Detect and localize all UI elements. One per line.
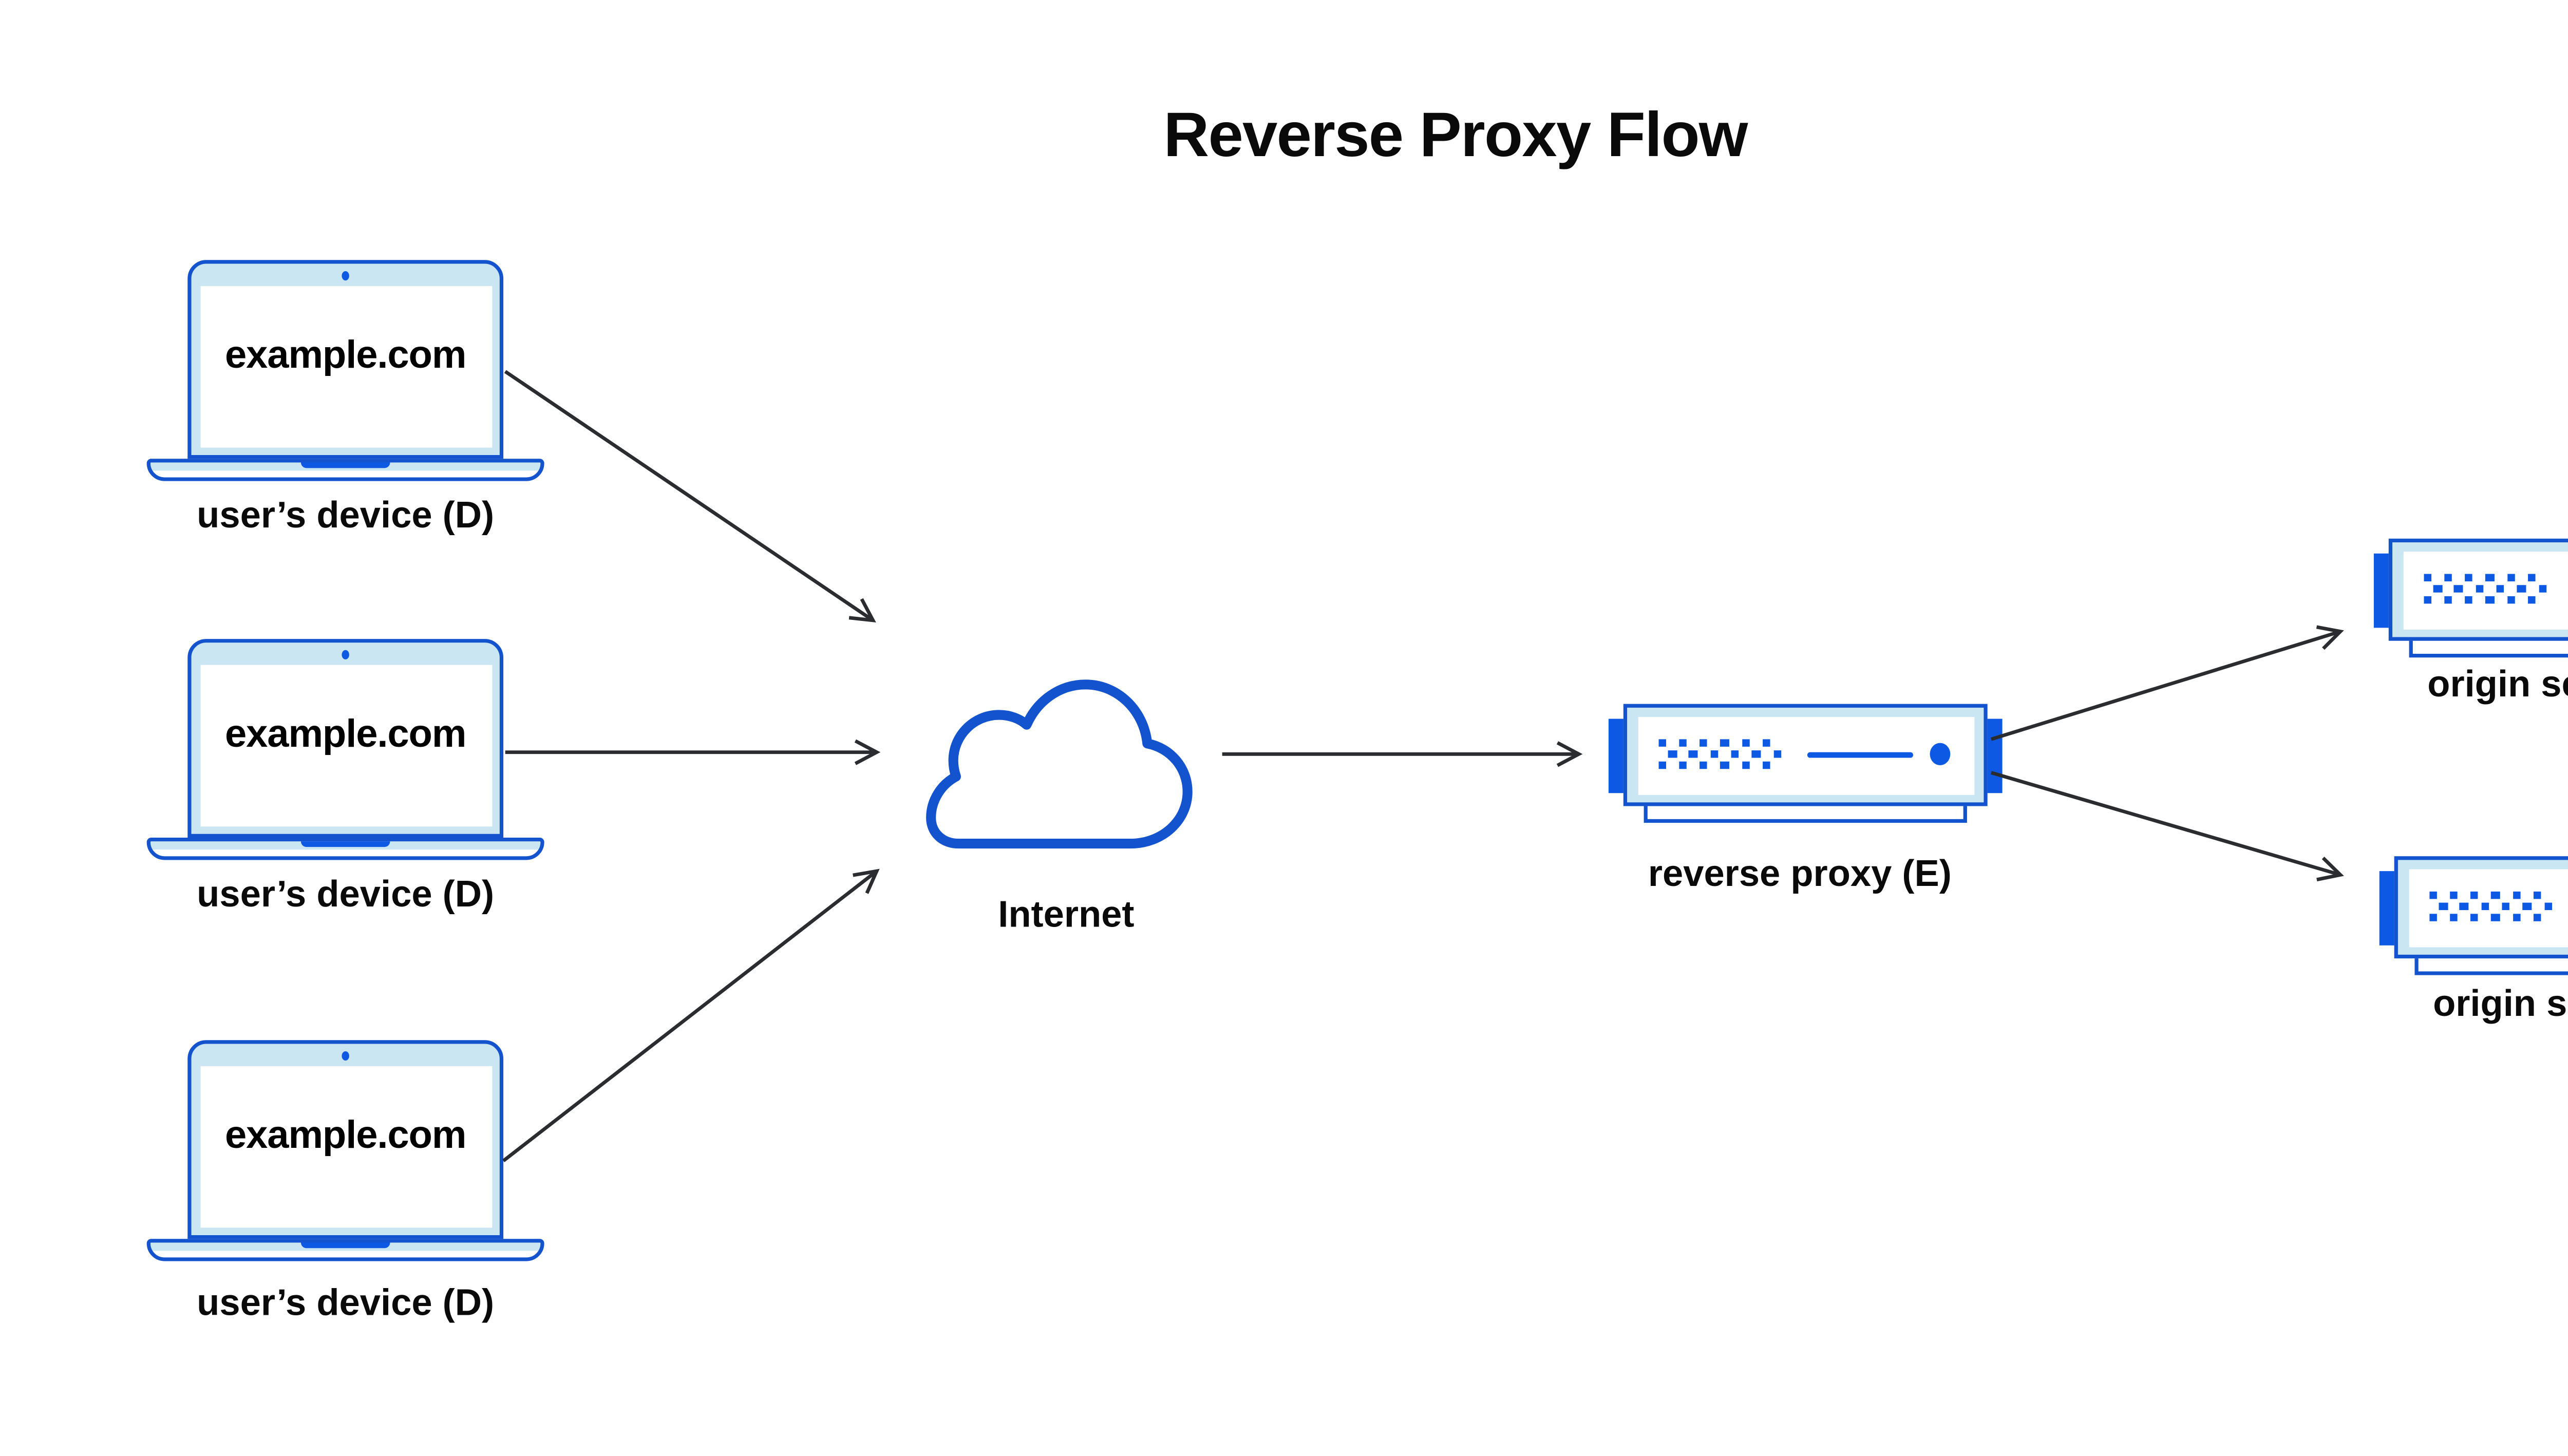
server-vents-icon (2428, 891, 2553, 925)
server-icon (2373, 538, 2568, 661)
server-body (1623, 704, 1988, 806)
origin-server-label: origin server (F) (2427, 665, 2568, 706)
arrow-proxy-to-origin1 (1990, 625, 2344, 741)
server-left-tab (1608, 717, 1626, 792)
laptop-base-notch (300, 1241, 390, 1249)
laptop-base (146, 1238, 544, 1261)
screen-url-text: example.com (224, 334, 466, 377)
laptop-base (146, 837, 544, 860)
server-status-dot (1930, 743, 1951, 765)
camera-dot-icon (342, 271, 349, 281)
laptop-base (146, 458, 544, 481)
server-vents-icon (2423, 573, 2547, 608)
laptop-icon: example.com (146, 260, 544, 481)
internet-label: Internet (998, 895, 1135, 936)
server-left-tab (2373, 552, 2391, 627)
server-body (2388, 538, 2568, 641)
laptop-icon: example.com (146, 1040, 544, 1261)
laptop-screen: example.com (187, 639, 504, 838)
device-label: user’s device (D) (197, 1283, 495, 1325)
cloud-icon (926, 679, 1193, 849)
screen-url-text: example.com (224, 1114, 466, 1158)
arrow-internet-to-proxy (1222, 741, 1583, 767)
laptop-base-notch (300, 840, 390, 847)
server-left-tab (2379, 870, 2396, 944)
camera-dot-icon (342, 650, 349, 659)
laptop-screen: example.com (187, 260, 504, 459)
camera-dot-icon (342, 1051, 349, 1061)
server-vents-icon (1657, 738, 1782, 773)
server-right-tab (1986, 717, 2003, 792)
screen-url-text: example.com (224, 713, 466, 756)
server-slot-line (1806, 751, 1913, 757)
server-icon (1608, 704, 2003, 827)
arrow-device2-to-internet (505, 739, 881, 765)
device-label: user’s device (D) (197, 875, 495, 916)
diagram-title: Reverse Proxy Flow (1163, 100, 1748, 171)
laptop-screen: example.com (187, 1040, 504, 1239)
laptop-screen-content: example.com (199, 285, 492, 447)
laptop-screen-content: example.com (199, 1065, 492, 1227)
reverse-proxy-label: reverse proxy (E) (1648, 854, 1952, 896)
device-label: user’s device (D) (197, 496, 495, 537)
laptop-icon: example.com (146, 639, 544, 860)
laptop-screen-content: example.com (199, 664, 492, 826)
server-icon (2379, 856, 2568, 979)
server-body (2394, 856, 2568, 959)
laptop-base-notch (300, 461, 390, 468)
origin-server-label: origin server (F) (2433, 984, 2568, 1026)
